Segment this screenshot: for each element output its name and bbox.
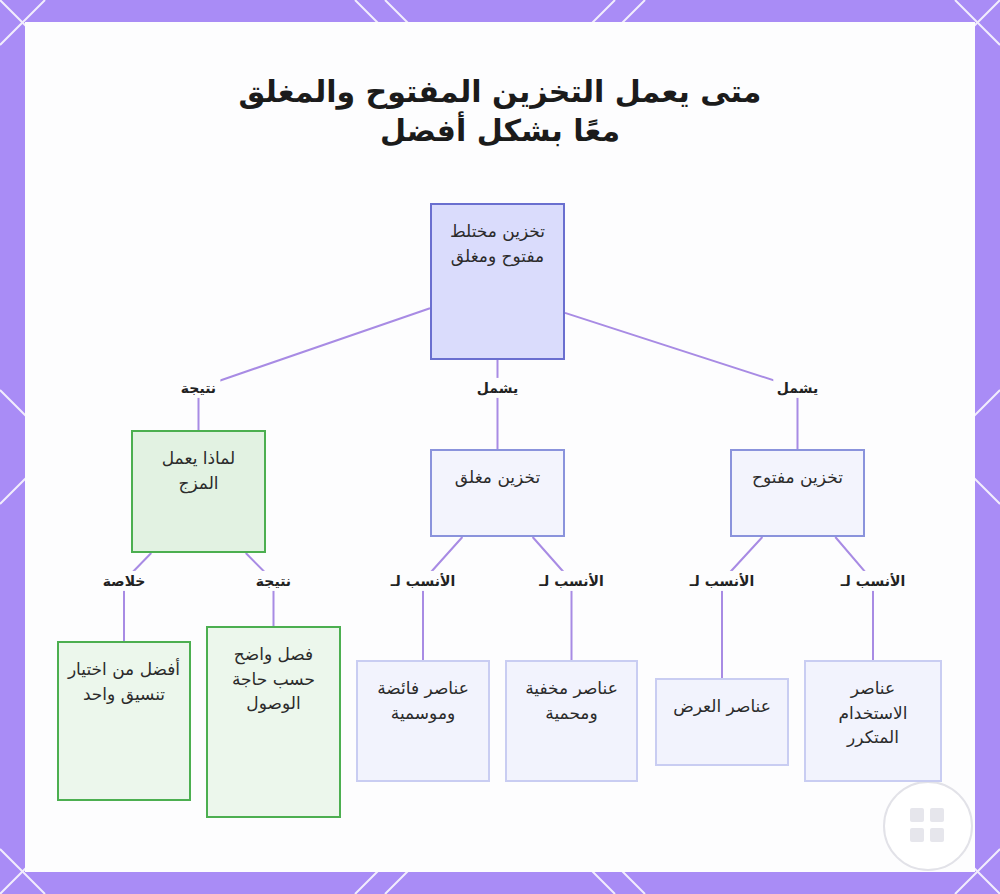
node-text: عناصر العرض <box>665 694 779 719</box>
node-text: لماذا يعمل المزج <box>141 446 256 495</box>
edge-label: يشمل <box>473 378 522 398</box>
node-text: تخزين مغلق <box>440 465 555 490</box>
edge-label: الأنسب لـ <box>387 571 459 591</box>
node-text: أفضل من اختيار تنسيق واحد <box>67 657 181 706</box>
result-box: لماذا يعمل المزج <box>131 430 266 553</box>
storage-box: تخزين مختلط مفتوح ومغلق <box>430 203 565 360</box>
node-text: عناصر فائضة وموسمية <box>366 676 480 725</box>
connector-line <box>497 360 499 449</box>
storage-box: عناصر مخفية ومحمية <box>505 660 638 782</box>
result-box: فصل واضح حسب حاجة الوصول <box>206 626 341 818</box>
storage-box: عناصر فائضة وموسمية <box>356 660 490 782</box>
connector-line <box>565 313 798 449</box>
diagram-title: متى يعمل التخزين المفتوح والمغلق معًا بش… <box>230 72 770 150</box>
result-box: أفضل من اختيار تنسيق واحد <box>57 641 191 801</box>
edge-label: خلاصة <box>99 571 150 591</box>
edge-label: الأنسب لـ <box>837 571 909 591</box>
edge-label: الأنسب لـ <box>686 571 758 591</box>
connector-line <box>533 537 572 660</box>
connector-line <box>722 537 762 678</box>
connector-line <box>423 537 462 660</box>
node-text: عناصر الاستخدام المتكرر <box>814 676 932 750</box>
edge-label: يشمل <box>773 378 822 398</box>
connector-line <box>835 537 873 660</box>
connector-line <box>199 308 431 430</box>
storage-box: عناصر الاستخدام المتكرر <box>804 660 942 782</box>
node-text: فصل واضح حسب حاجة الوصول <box>216 642 331 716</box>
edge-label: الأنسب لـ <box>535 571 607 591</box>
connector-line <box>124 553 151 641</box>
node-text: تخزين مفتوح <box>740 465 855 490</box>
storage-box: تخزين مغلق <box>430 449 565 537</box>
storage-box: عناصر العرض <box>655 678 789 766</box>
node-text: عناصر مخفية ومحمية <box>515 676 628 725</box>
node-text: تخزين مختلط مفتوح ومغلق <box>440 219 555 268</box>
edge-label: نتيجة <box>177 378 220 398</box>
edge-label: نتيجة <box>252 571 295 591</box>
storage-box: تخزين مفتوح <box>730 449 865 537</box>
